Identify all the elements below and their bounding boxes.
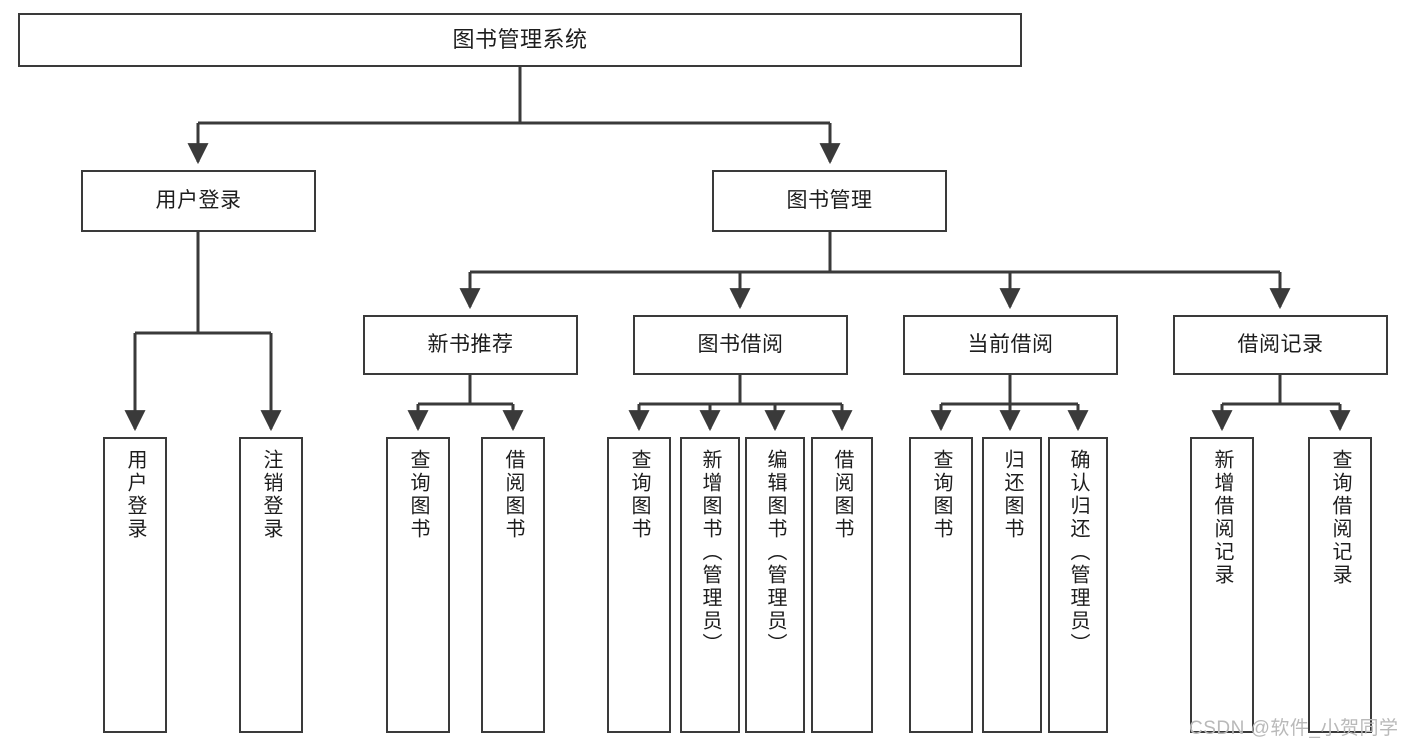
node-label: 借阅图书 <box>502 449 524 541</box>
node-root-system[interactable]: 图书管理系统 <box>18 13 1022 67</box>
node-label: 图书管理 <box>786 189 873 213</box>
node-label: 注销登录 <box>260 449 282 541</box>
leaf-add-book-admin[interactable]: 新增图书（管理员） <box>680 437 740 733</box>
node-new-book-recommend[interactable]: 新书推荐 <box>363 315 578 375</box>
node-label: 查询图书 <box>628 449 650 541</box>
node-label: 确认归还（管理员） <box>1067 449 1089 656</box>
node-label: 当前借阅 <box>967 333 1054 357</box>
leaf-add-borrow-record[interactable]: 新增借阅记录 <box>1190 437 1254 733</box>
node-label: 新增图书（管理员） <box>699 449 721 656</box>
leaf-borrow-book[interactable]: 借阅图书 <box>811 437 873 733</box>
watermark-text: CSDN @软件_小贺同学 <box>1189 718 1399 739</box>
node-label: 借阅记录 <box>1237 333 1324 357</box>
leaf-borrow-book-recommend[interactable]: 借阅图书 <box>481 437 545 733</box>
node-label: 新增借阅记录 <box>1211 449 1233 587</box>
leaf-logout[interactable]: 注销登录 <box>239 437 303 733</box>
leaf-confirm-return-admin[interactable]: 确认归还（管理员） <box>1048 437 1108 733</box>
node-label: 新书推荐 <box>427 333 514 357</box>
leaf-user-login[interactable]: 用户登录 <box>103 437 167 733</box>
node-label: 归还图书 <box>1001 449 1023 541</box>
node-user-login[interactable]: 用户登录 <box>81 170 316 232</box>
node-book-borrow[interactable]: 图书借阅 <box>633 315 848 375</box>
node-book-management[interactable]: 图书管理 <box>712 170 947 232</box>
node-label: 用户登录 <box>124 449 146 541</box>
node-label: 编辑图书（管理员） <box>764 449 786 656</box>
node-label: 图书管理系统 <box>452 26 588 52</box>
node-label: 图书借阅 <box>697 333 784 357</box>
leaf-query-book-recommend[interactable]: 查询图书 <box>386 437 450 733</box>
node-label: 借阅图书 <box>831 449 853 541</box>
node-current-borrow[interactable]: 当前借阅 <box>903 315 1118 375</box>
leaf-query-book-current[interactable]: 查询图书 <box>909 437 973 733</box>
leaf-edit-book-admin[interactable]: 编辑图书（管理员） <box>745 437 805 733</box>
node-borrow-record[interactable]: 借阅记录 <box>1173 315 1388 375</box>
leaf-query-borrow-record[interactable]: 查询借阅记录 <box>1308 437 1372 733</box>
node-label: 查询图书 <box>930 449 952 541</box>
leaf-query-book-borrow[interactable]: 查询图书 <box>607 437 671 733</box>
node-label: 查询借阅记录 <box>1329 449 1351 587</box>
node-label: 查询图书 <box>407 449 429 541</box>
leaf-return-book[interactable]: 归还图书 <box>982 437 1042 733</box>
node-label: 用户登录 <box>155 189 242 213</box>
